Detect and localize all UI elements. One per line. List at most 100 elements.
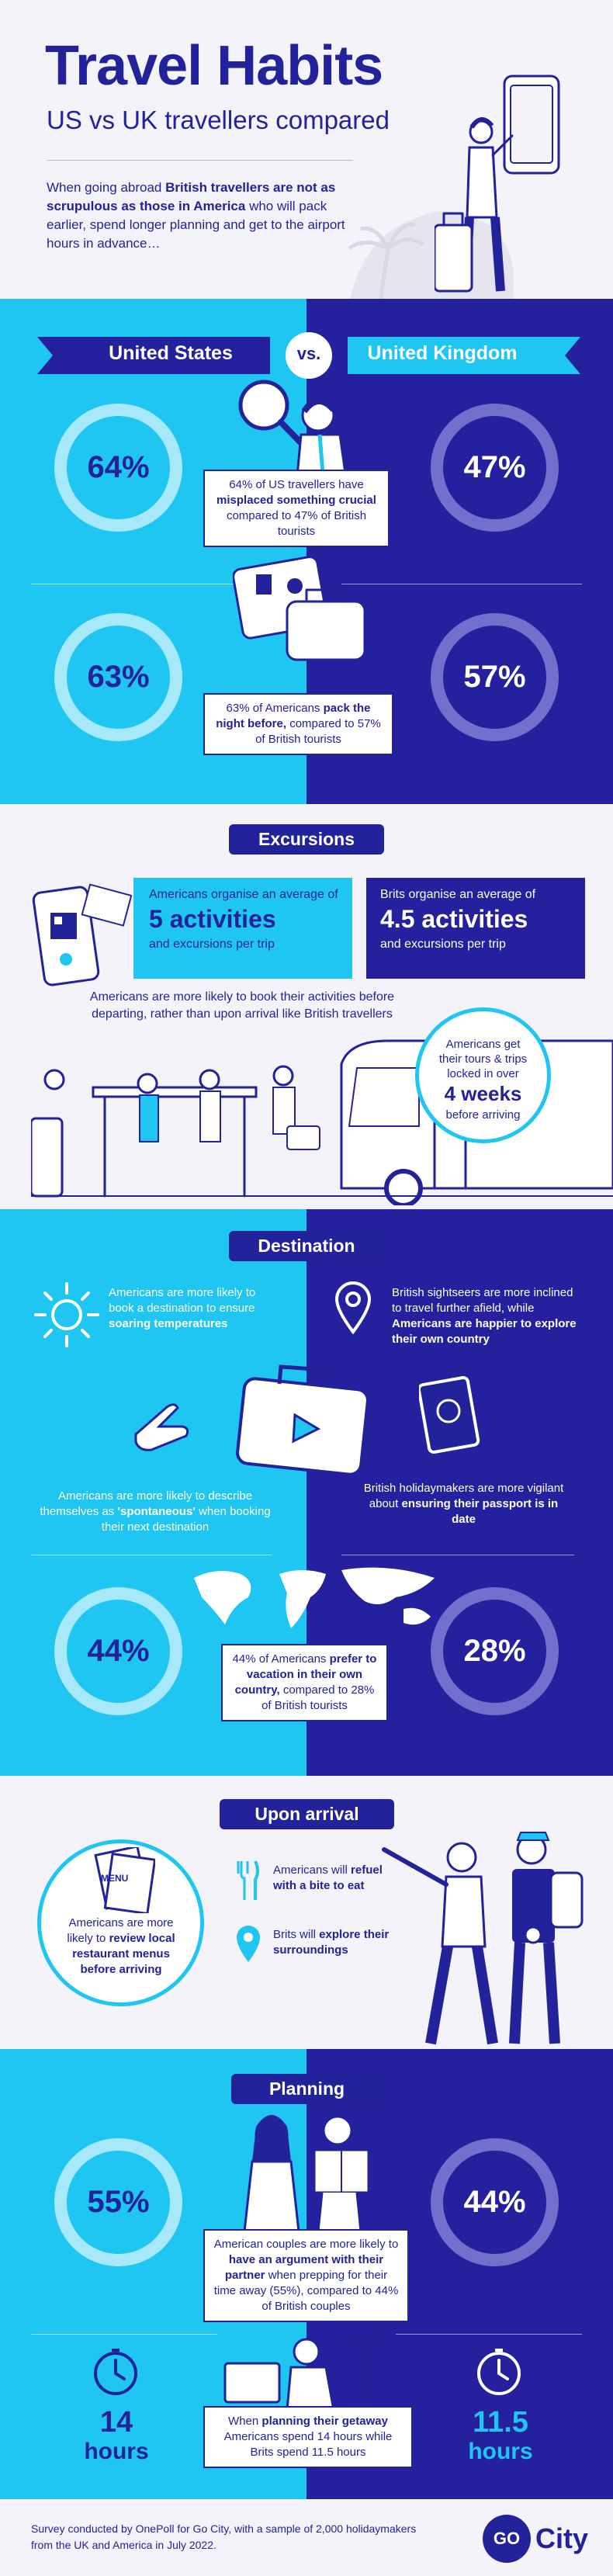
comparison-section: United States vs. United Kingdom 64% 47%… <box>0 299 613 804</box>
four-weeks-value: 4 weeks <box>444 1082 522 1105</box>
packed-luggage-illustration <box>233 556 366 661</box>
uk-hours-value: 11.5 <box>473 2406 528 2439</box>
menu-text-bold: review local restaurant menus before arr… <box>72 1932 175 1976</box>
own-country-text-end: compared to 28% of British tourists <box>261 1683 375 1712</box>
argue-text-bold: have an argument with their partner <box>224 2253 384 2282</box>
spontaneous-text-bold: 'spontaneous' <box>117 1505 196 1518</box>
planning-heading: Planning <box>231 2074 383 2104</box>
fork-knife-icon <box>237 1860 259 1900</box>
uk-hours-unit: hours <box>468 2439 533 2464</box>
explore-text-start: British sightseers are more inclined to … <box>392 1286 573 1315</box>
passport-vigilance-text: British holidaymakers are more vigilant … <box>357 1481 570 1527</box>
us-activities-box <box>133 878 352 979</box>
sunny-destination-text: Americans are more likely to book a dest… <box>109 1285 256 1332</box>
misplaced-text-end: compared to 47% of British tourists <box>226 509 367 538</box>
sunny-text-start: Americans are more likely to book a dest… <box>109 1286 256 1315</box>
explore-text-bold: Americans are happier to explore their o… <box>392 1317 577 1346</box>
passport-text-start: British holidaymakers are more vigilant … <box>363 1482 564 1510</box>
uk-own-country-ring: 28% <box>431 1587 559 1715</box>
booking-timing-text: Americans are more likely to book their … <box>89 990 395 1021</box>
go-city-logo-mark[interactable]: GO <box>483 2515 531 2563</box>
menu-card-label: MENU <box>101 1873 129 1884</box>
location-pin-icon <box>237 1926 260 1962</box>
us-packing-percent: 63% <box>87 660 150 694</box>
pointing-hand-icon <box>134 1403 189 1451</box>
uk-misplaced-ring: 47% <box>431 404 559 532</box>
us-misplaced-ring: 64% <box>54 404 182 532</box>
passport-text-bold: ensuring their passport is in date <box>401 1497 559 1526</box>
spontaneous-text: Americans are more likely to describe th… <box>31 1489 279 1535</box>
argue-text-start: American couples are more likely to <box>213 2238 399 2251</box>
intro-text-bold: British travellers are not as scrupulous… <box>47 180 336 213</box>
misplaced-text-bold: misplaced something crucial <box>216 494 376 507</box>
destination-heading: Destination <box>229 1231 384 1261</box>
arguing-couple-illustration <box>243 2115 370 2231</box>
us-argument-ring: 55% <box>54 2138 182 2266</box>
two-travellers-illustration <box>382 1832 584 2045</box>
us-hours-unit: hours <box>84 2439 149 2464</box>
getaway-text-start: When <box>228 2415 259 2428</box>
misplaced-stat-box: 64% of US travellers have misplaced some… <box>203 470 390 547</box>
banner-us-label: United States <box>109 342 233 364</box>
intro-paragraph: When going abroad British travellers are… <box>47 179 349 253</box>
banner-vs-label: vs. <box>296 344 321 363</box>
us-misplaced-percent: 64% <box>87 450 150 484</box>
four-weeks-circle <box>415 1007 551 1143</box>
us-activities-pre: Americans organise an average of <box>149 888 338 901</box>
uk-packing-percent: 57% <box>463 660 526 694</box>
uk-planning-divider <box>396 2334 582 2335</box>
banner-uk-label: United Kingdom <box>367 342 518 364</box>
world-map-illustration <box>194 1567 435 1628</box>
argument-stat-box: American couples are more likely to have… <box>203 2229 409 2322</box>
refuel-text: Americans will refuel with a bite to eat <box>273 1863 390 1894</box>
header-divider <box>47 160 353 161</box>
argue-text-end: when prepping for their time away (55%),… <box>213 2269 399 2313</box>
phone-ticket-illustration <box>32 883 132 986</box>
uk-packing-ring: 57% <box>431 613 559 741</box>
uk-activities-post: and excursions per trip <box>380 938 506 951</box>
go-city-logo-word[interactable]: City <box>535 2522 589 2554</box>
us-own-country-ring: 44% <box>54 1587 182 1715</box>
page-title: Travel Habits <box>45 35 383 97</box>
explore-surroundings-text: Brits will explore their surroundings <box>273 1927 390 1958</box>
intro-text-start: When going abroad <box>47 180 166 195</box>
survey-note: Survey conducted by OnePoll for Go City,… <box>31 2522 417 2551</box>
arrival-section: Upon arrival MENU Americans are more lik… <box>0 1776 613 2049</box>
us-packing-ring: 63% <box>54 613 182 741</box>
header-section: Travel Habits US vs UK travellers compar… <box>0 0 613 299</box>
us-stopwatch-icon <box>94 2349 137 2395</box>
packing-stat-box: 63% of Americans pack the night before, … <box>203 693 393 755</box>
footer: Survey conducted by OnePoll for Go City,… <box>0 2499 613 2576</box>
spontaneous-text-start: Americans are more likely to describe th… <box>40 1489 253 1518</box>
us-argument-percent: 55% <box>87 2185 150 2219</box>
packing-text-start: 63% of Americans <box>226 702 324 715</box>
uk-own-country-percent: 28% <box>463 1634 526 1668</box>
passport-icon <box>419 1376 480 1454</box>
four-weeks-post: before arriving <box>445 1108 521 1122</box>
destination-section: Destination Americans are more likely to… <box>0 1209 613 1776</box>
refuel-text-start: Americans will <box>273 1864 348 1877</box>
sunny-text-bold: soaring temperatures <box>109 1317 228 1330</box>
intro-text-end: who will pack earlier, spend longer plan… <box>47 199 345 251</box>
sun-icon <box>34 1282 99 1347</box>
misplaced-text-start: 64% of US travellers have <box>229 478 364 491</box>
uk-activities-value: 4.5 activities <box>380 905 528 933</box>
surroundings-text-start: Brits will <box>273 1928 316 1941</box>
planning-section: Planning 55% 44% American couples are mo… <box>0 2049 613 2499</box>
own-country-text-bold: prefer to vacation in their own country, <box>234 1652 377 1697</box>
us-own-country-percent: 44% <box>87 1634 150 1668</box>
country-banner <box>37 332 580 379</box>
traveller-with-phone-illustration <box>435 75 560 293</box>
menu-text-start: Americans are more likely to <box>67 1916 174 1945</box>
menu-card-icon <box>94 1847 155 1913</box>
explore-own-country-text: British sightseers are more inclined to … <box>392 1285 582 1347</box>
uk-argument-ring: 44% <box>431 2138 559 2266</box>
us-activities-post: and excursions per trip <box>149 938 275 951</box>
own-country-text-start: 44% of Americans <box>232 1652 327 1666</box>
uk-stopwatch-icon <box>477 2349 521 2395</box>
spontaneous-text-end: when booking their next destination <box>101 1505 271 1534</box>
suitcase-illustration <box>236 1364 369 1473</box>
page-subtitle: US vs UK travellers compared <box>47 106 390 134</box>
uk-misplaced-percent: 47% <box>463 450 526 484</box>
surroundings-text-bold: explore their surroundings <box>273 1928 390 1957</box>
